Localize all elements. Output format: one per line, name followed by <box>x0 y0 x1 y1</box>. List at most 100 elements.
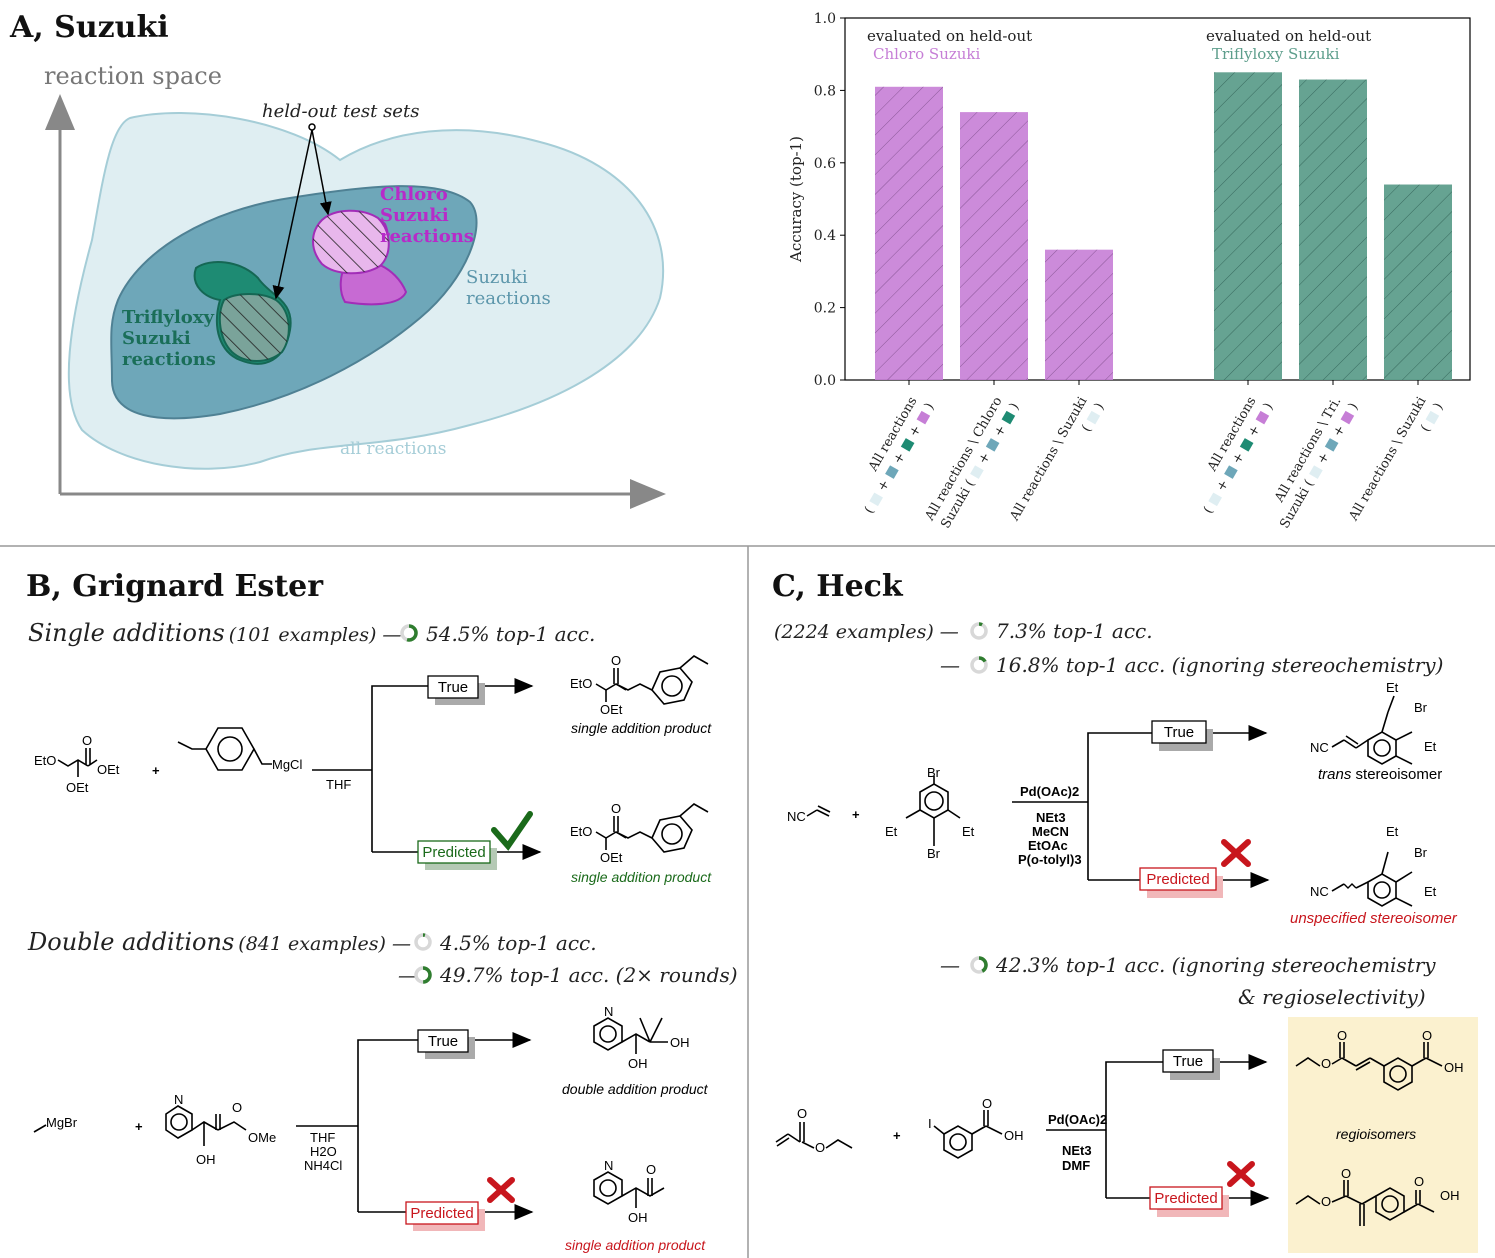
br-top: Br <box>927 765 941 780</box>
double-additions-heading: Double additions(841 examples) — <box>27 928 411 956</box>
b1-pred-caption: single addition product <box>571 869 712 885</box>
regioisomers-highlight <box>1288 1017 1478 1253</box>
heck-acc1-text: 7.3% top-1 acc. <box>996 619 1153 643</box>
bar-hatch <box>1384 184 1452 380</box>
iba-oh: OH <box>1004 1128 1024 1143</box>
y-tick-label: 0.4 <box>814 228 836 244</box>
c2-cond-net3: NEt3 <box>1062 1143 1092 1158</box>
true-box-b1: True <box>438 679 468 696</box>
bar-hatch <box>1214 72 1282 381</box>
plus-sign-c2: + <box>893 1128 901 1143</box>
pc2-o1: O <box>1321 1056 1331 1071</box>
p1p-eto: EtO <box>570 824 592 839</box>
group-label: evaluated on held-out <box>867 27 1032 45</box>
p1p-o: O <box>611 801 621 816</box>
predicted-box-c1: Predicted <box>1146 871 1209 888</box>
p1p-oet: OEt <box>600 850 623 865</box>
suzuki-label: Suzuki reactions <box>466 267 551 309</box>
iodobenzoic-acid-reactant: I O OH <box>928 1096 1024 1159</box>
heck-count: (2224 examples) — <box>774 621 959 643</box>
thf-condition: THF <box>326 777 351 792</box>
product-c1-true: NC Et Br Et <box>1310 680 1437 765</box>
predicted-box-c2: Predicted <box>1154 1190 1217 1207</box>
pc2p-o3: O <box>1414 1174 1424 1189</box>
p2p-n: N <box>604 1158 613 1173</box>
pc1-et-top: Et <box>1386 680 1399 695</box>
p1-oet: OEt <box>600 702 623 717</box>
double-acc-text: 4.5% top-1 acc. <box>439 931 597 955</box>
group-label: evaluated on held-out <box>1206 27 1371 45</box>
check-icon <box>491 811 533 851</box>
b2-pred-caption: single addition product <box>565 1237 706 1253</box>
product-1-true: EtO OEt O <box>570 653 709 717</box>
grignard-reactant-2: MgBr <box>33 1115 78 1133</box>
pc2p-oh: OH <box>1440 1188 1460 1203</box>
panel-a: A, Suzuki reaction space held-out test s… <box>9 10 666 509</box>
double-acc2-pie <box>414 966 432 984</box>
i-label: I <box>928 1116 932 1131</box>
dash-c2: — <box>940 653 960 677</box>
y-tick-label: 0.2 <box>814 301 836 317</box>
bar-hatch <box>1299 79 1367 380</box>
c1-cond-pd: Pd(OAc)2 <box>1020 784 1079 799</box>
group-label-name: Chloro Suzuki <box>873 45 981 63</box>
dash-c3: — <box>940 953 960 977</box>
pc1p-br: Br <box>1414 845 1428 860</box>
pc2-o3: O <box>1422 1028 1432 1043</box>
et-left: Et <box>885 824 898 839</box>
b2-cond-nh4cl: NH4Cl <box>304 1158 342 1173</box>
dash-b2: — <box>398 963 418 987</box>
ethyl-acrylate-reactant: O O <box>775 1106 853 1155</box>
x-tick-label: All reactions \ Suzuki <box>1346 395 1430 525</box>
chloro-label: Chloro Suzuki reactions <box>380 184 474 247</box>
iba-o: O <box>982 1096 992 1111</box>
c1-cond-net3: NEt3 <box>1036 810 1066 825</box>
product-2-predicted: N OH O <box>593 1158 665 1225</box>
c1-conditions: Pd(OAc)2 NEt3 MeCN EtOAc P(o-tolyl)3 <box>1018 784 1082 867</box>
suzuki-label-line1: Suzuki <box>466 267 528 288</box>
o-label: O <box>82 733 92 748</box>
bar-hatch <box>1045 249 1113 380</box>
double-acc-pie <box>414 933 432 951</box>
pc1-et-bottom: Et <box>1424 739 1437 754</box>
triflyloxy-hatch <box>219 294 289 361</box>
o-label-2: O <box>232 1100 242 1115</box>
pc1p-et-top: Et <box>1386 824 1399 839</box>
pc2-oh: OH <box>1444 1060 1464 1075</box>
regioisomers-caption: regioisomers <box>1336 1126 1416 1142</box>
pyridine-ester-reactant: N OH O OMe <box>165 1092 276 1167</box>
accuracy-chart: 0.00.20.40.60.81.0 Accuracy (top-1) eval… <box>787 11 1471 531</box>
c2-conditions: Pd(OAc)2 NEt3 DMF <box>1048 1112 1107 1173</box>
heck-acc3-text: 42.3% top-1 acc. (ignoring stereochemist… <box>995 953 1436 977</box>
product-1-predicted: EtO OEt O <box>570 801 709 865</box>
p2p-o: O <box>646 1162 656 1177</box>
chloro-label-line2: Suzuki <box>380 205 449 226</box>
all-reactions-label: all reactions <box>340 439 446 459</box>
c1-true-caption: trans stereoisomer <box>1318 766 1442 783</box>
bar-hatch <box>960 112 1028 381</box>
aryl-bromide-reactant: Br Br Et Et <box>885 765 975 861</box>
n-label: N <box>174 1092 183 1107</box>
single-additions-heading: Single additions(101 examples) — <box>28 619 401 647</box>
et-right: Et <box>962 824 975 839</box>
true-box-c1: True <box>1164 724 1194 741</box>
ea-o1: O <box>797 1106 807 1121</box>
acrylonitrile-reactant: NC <box>787 805 831 824</box>
chloro-label-line3: reactions <box>380 226 474 247</box>
pc1p-et-bottom: Et <box>1424 884 1437 899</box>
c1-cond-mecn: MeCN <box>1032 824 1069 839</box>
p2-n: N <box>604 1004 613 1019</box>
ome-label: OMe <box>248 1130 276 1145</box>
product-c1-predicted: NC Et Br Et <box>1310 824 1437 907</box>
triflyloxy-label: Triflyloxy Suzuki reactions <box>122 307 216 370</box>
single-acc-text: 54.5% top-1 acc. <box>426 622 595 646</box>
heck-acc3-pie <box>970 956 988 974</box>
bar-hatch <box>875 86 943 380</box>
product-c2-predicted: O O O OH <box>1295 1166 1460 1226</box>
triflyloxy-label-line3: reactions <box>122 349 216 370</box>
reaction-space-label: reaction space <box>44 62 222 90</box>
pc1p-nc: NC <box>1310 884 1329 899</box>
chloro-hatch <box>313 210 389 274</box>
